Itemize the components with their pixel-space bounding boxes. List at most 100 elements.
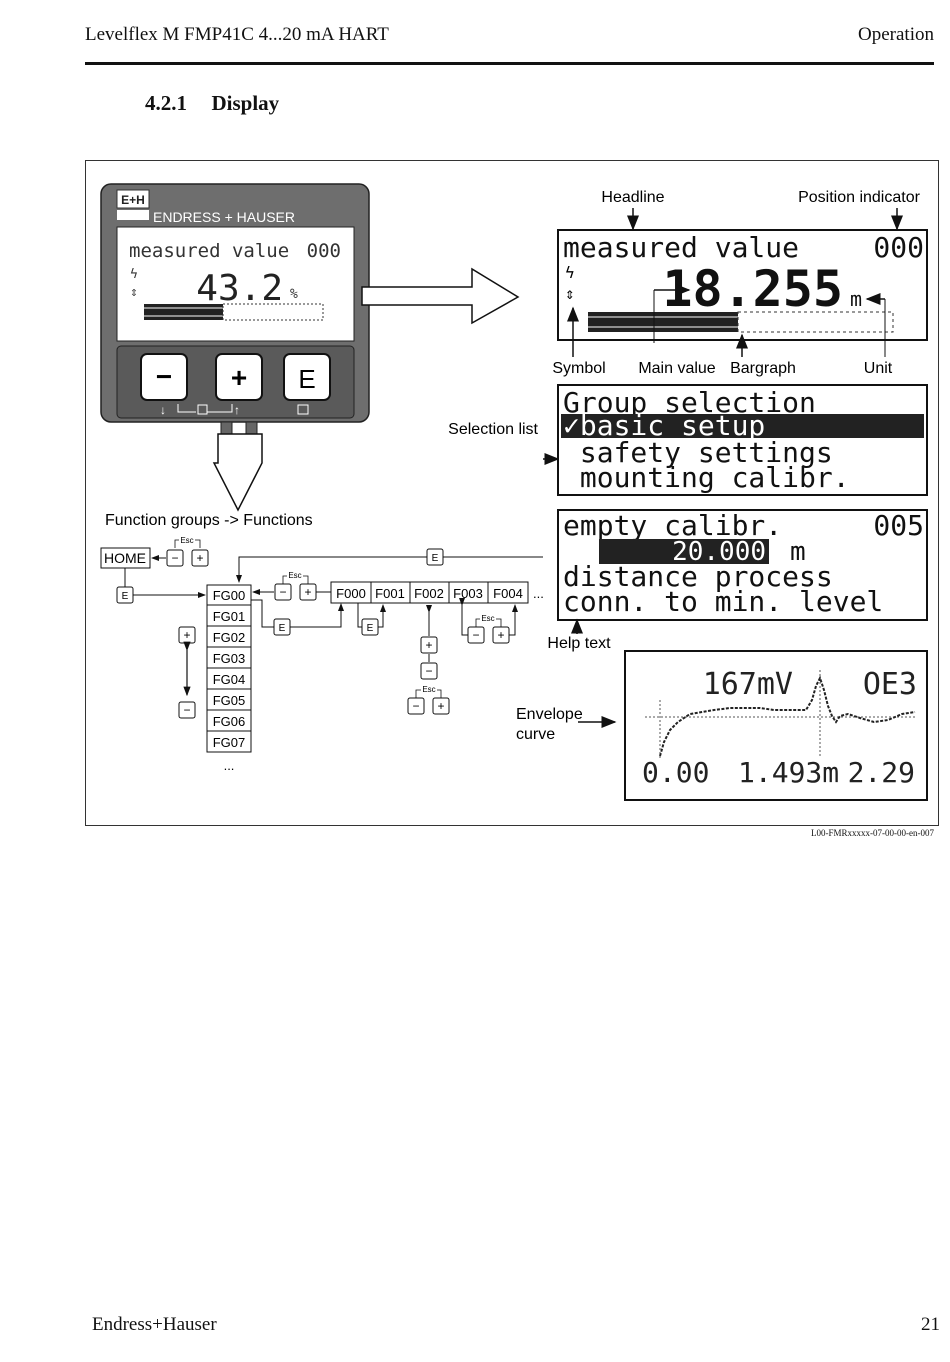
- svg-text:+: +: [425, 638, 432, 652]
- envelope-x-left: 0.00: [642, 756, 709, 789]
- big-arrow-right-icon: [361, 267, 520, 325]
- f002-esc-plus-key: +: [432, 697, 450, 715]
- svg-text:+: +: [196, 551, 203, 565]
- plus-key-button[interactable]: +: [215, 353, 263, 401]
- svg-text:−: −: [425, 664, 432, 678]
- svg-text:+: +: [183, 628, 190, 642]
- device-lcd-symbol2-icon: ⇕: [130, 285, 138, 300]
- selection-lcd-line3: safety settings: [563, 436, 833, 469]
- function-item: F003: [453, 586, 483, 601]
- svg-text:E: E: [122, 591, 129, 602]
- envelope-x-mid: 1.493m: [738, 756, 839, 789]
- help-lcd-unit: m: [790, 537, 806, 567]
- home-enter-key: E: [116, 586, 134, 604]
- section-number: 4.2.1: [145, 91, 187, 115]
- fg-ellipsis: ...: [224, 758, 235, 773]
- fg-enter-key: E: [273, 618, 291, 636]
- envelope-top-value: 167mV: [703, 667, 793, 702]
- f003-plus-key: +: [492, 626, 510, 644]
- home-box: HOME: [100, 547, 151, 569]
- svg-text:E: E: [432, 553, 439, 564]
- fg-item: FG01: [213, 609, 246, 624]
- device-lcd-symbol-icon: ϟ: [130, 267, 138, 282]
- svg-text:+: +: [304, 585, 311, 599]
- f002-plus-key: +: [420, 636, 438, 654]
- f003-minus-key: −: [467, 626, 485, 644]
- help-lcd: [557, 509, 928, 621]
- svg-text:E: E: [298, 364, 315, 394]
- enter-icon: [297, 404, 309, 415]
- main-lcd-symbol-icon: ϟ: [565, 263, 575, 282]
- header-rule: [85, 62, 934, 65]
- fg-item: FG07: [213, 735, 246, 750]
- selection-lcd-highlight: [561, 414, 924, 438]
- svg-text:E: E: [367, 623, 374, 634]
- fg-item: FG02: [213, 630, 246, 645]
- device-lcd-value: 43.2: [196, 268, 283, 309]
- main-lcd-value: 18.255: [662, 260, 843, 318]
- symbol-label: Symbol: [552, 360, 605, 377]
- headline-label: Headline: [601, 189, 664, 206]
- svg-text:+: +: [497, 628, 504, 642]
- svg-text:+: +: [231, 362, 247, 393]
- fg-minus-key: −: [178, 701, 196, 719]
- device-lcd-unit: %: [290, 287, 298, 302]
- checkmark-icon: ✓: [563, 409, 580, 442]
- svg-text:−: −: [156, 361, 172, 392]
- device-lcd-title: measured value: [129, 240, 289, 262]
- esc-label-home: Esc: [180, 536, 193, 545]
- function-ellipsis: ...: [533, 586, 544, 601]
- function-list: F000 F001 F002 F003 F004 ...: [330, 581, 544, 604]
- envelope-top-code: OE3: [863, 667, 917, 702]
- help-lcd-position: 005: [873, 509, 924, 542]
- main-lcd-position: 000: [873, 231, 924, 264]
- brand-label: ENDRESS + HAUSER: [153, 209, 295, 225]
- help-lcd-line3: distance process: [563, 560, 833, 593]
- home-plus-key: +: [191, 549, 209, 567]
- help-text-label: Help text: [547, 635, 611, 652]
- page-number: 21: [921, 1314, 940, 1335]
- key-hints: ↓ ↑: [160, 403, 309, 417]
- main-lcd-bargraph: [588, 311, 894, 333]
- svg-text:−: −: [412, 699, 419, 713]
- help-lcd-value: 20.000: [672, 537, 766, 567]
- bargraph-label: Bargraph: [730, 360, 796, 377]
- enter-key-button[interactable]: E: [283, 353, 331, 401]
- selection-list-label: Selection list: [448, 421, 538, 438]
- unit-label: Unit: [864, 360, 893, 377]
- envelope-x-right: 2.29: [848, 756, 915, 789]
- fg-item: FG05: [213, 693, 246, 708]
- help-lcd-line4: conn. to min. level: [563, 585, 883, 618]
- function-item: F004: [493, 586, 523, 601]
- envelope-curve: [659, 675, 916, 757]
- footer-brand: Endress+Hauser: [92, 1314, 217, 1335]
- doc-title: Levelflex M FMP41C 4...20 mA HART: [85, 24, 389, 45]
- figure-reference: L00-FMRxxxxx-07-00-00-en-007: [811, 828, 934, 838]
- svg-text:HOME: HOME: [104, 550, 146, 566]
- fg-item: FG06: [213, 714, 246, 729]
- fg-item: FG00: [213, 588, 246, 603]
- esc-label-fg: Esc: [288, 571, 301, 580]
- function-item: F002: [414, 586, 444, 601]
- selection-lcd-line4: mounting calibr.: [563, 461, 850, 494]
- envelope-label-line1: Envelope: [516, 706, 583, 723]
- esc-icon: [197, 404, 208, 415]
- function-item: F001: [375, 586, 405, 601]
- function-groups-label: Function groups -> Functions: [105, 512, 313, 529]
- eh-logo-icon: E+H: [116, 189, 150, 220]
- svg-text:+: +: [437, 699, 444, 713]
- svg-text:−: −: [472, 628, 479, 642]
- big-arrow-down-icon: [212, 433, 263, 512]
- esc-label-f003: Esc: [481, 614, 494, 623]
- fg-plus-key: +: [178, 626, 196, 644]
- section-heading: 4.2.1 Display: [145, 91, 279, 116]
- svg-text:−: −: [183, 703, 190, 717]
- home-minus-key: −: [166, 549, 184, 567]
- minus-key-button[interactable]: −: [140, 353, 188, 401]
- selection-lcd: [557, 384, 928, 496]
- fg-esc-minus-key: −: [274, 583, 292, 601]
- fg-item: FG04: [213, 672, 246, 687]
- f002-esc-minus-key: −: [407, 697, 425, 715]
- svg-text:−: −: [171, 551, 178, 565]
